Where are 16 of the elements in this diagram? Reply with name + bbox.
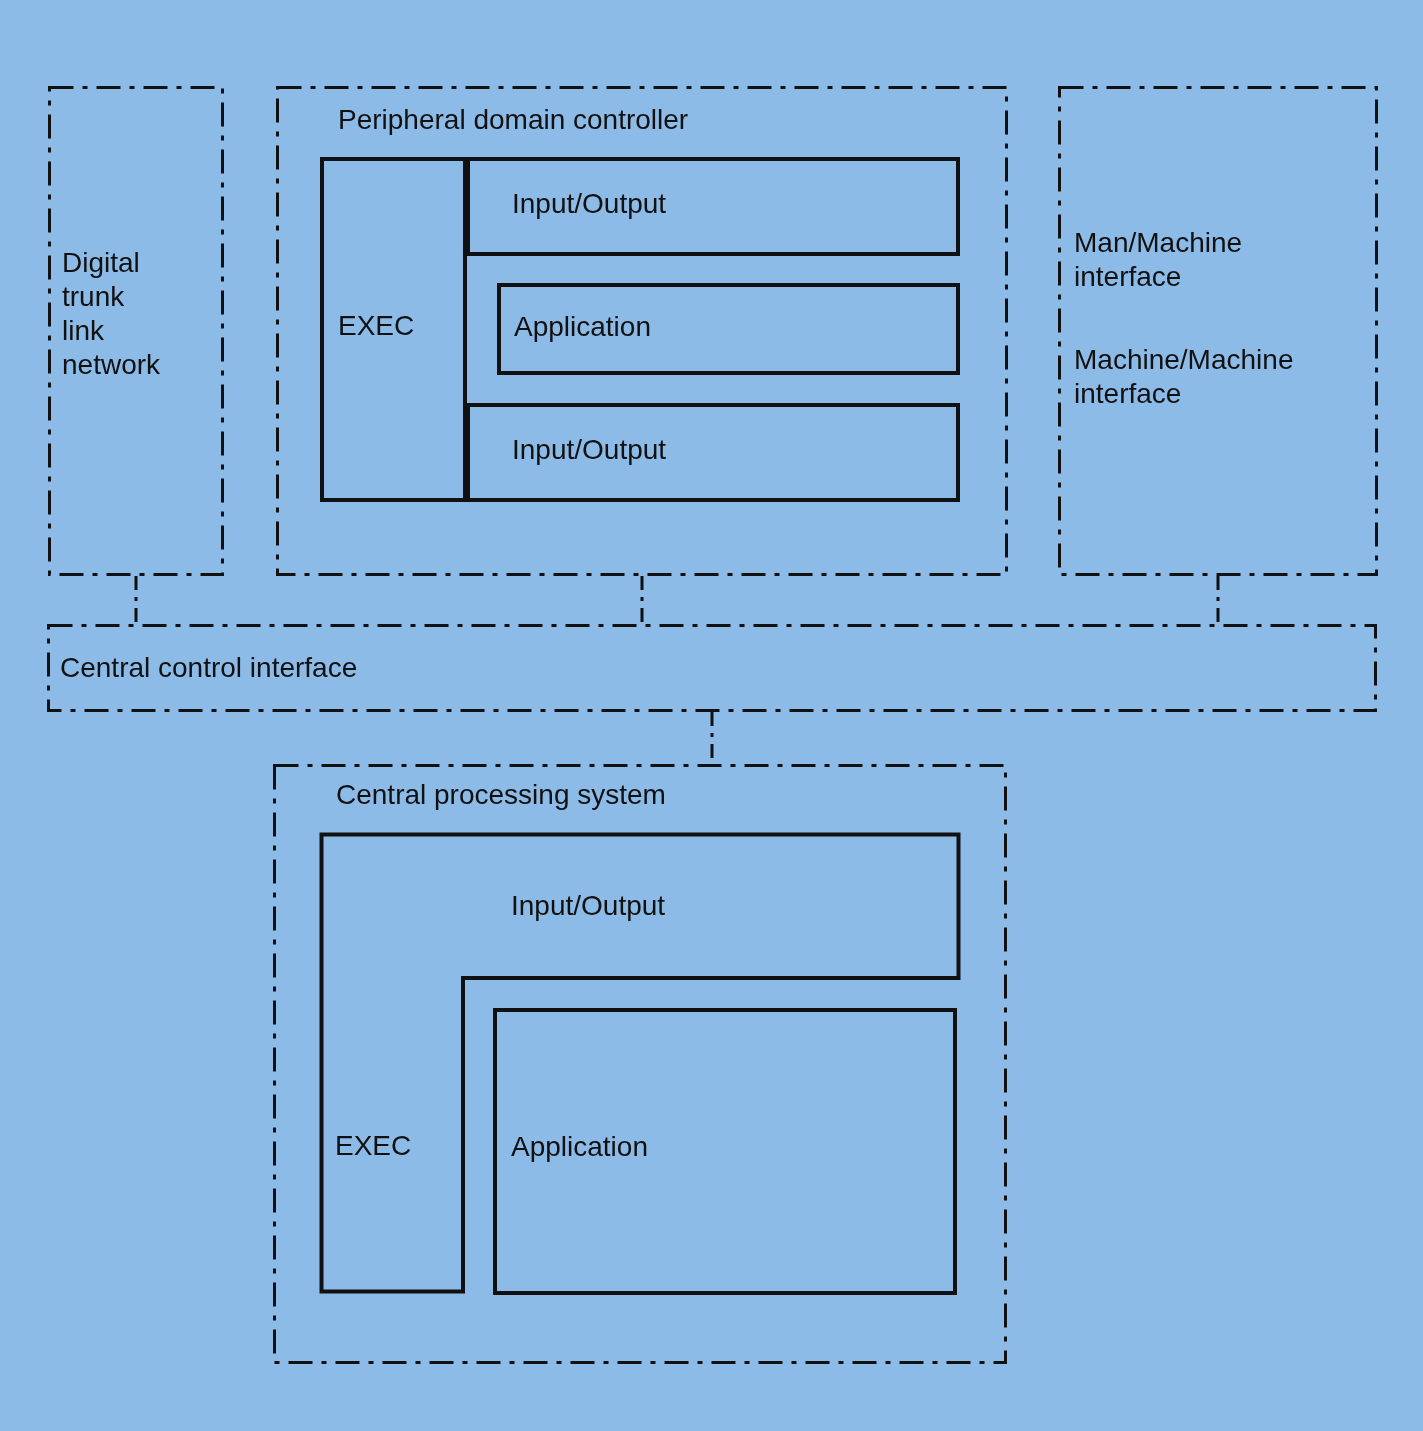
box-label: Peripheral domain controller xyxy=(338,103,689,137)
box-label: Input/Output xyxy=(512,433,667,467)
box-label: Application xyxy=(514,310,651,344)
box-label: Man/Machine interface xyxy=(1074,226,1244,294)
box-label: Central processing system xyxy=(336,778,666,812)
connector-line xyxy=(640,576,644,624)
box-label: Application xyxy=(511,1130,648,1164)
connector-line xyxy=(134,576,138,624)
box-label: EXEC xyxy=(335,1129,412,1163)
box-label: Input/Output xyxy=(511,889,666,923)
box-label: Digital trunk link network xyxy=(62,246,161,382)
box-label: EXEC xyxy=(338,309,415,343)
box-label: Machine/Machine interface xyxy=(1074,343,1295,411)
box-label: Input/Output xyxy=(512,187,667,221)
connector-line xyxy=(1216,576,1220,624)
box-label: Central control interface xyxy=(60,651,358,685)
